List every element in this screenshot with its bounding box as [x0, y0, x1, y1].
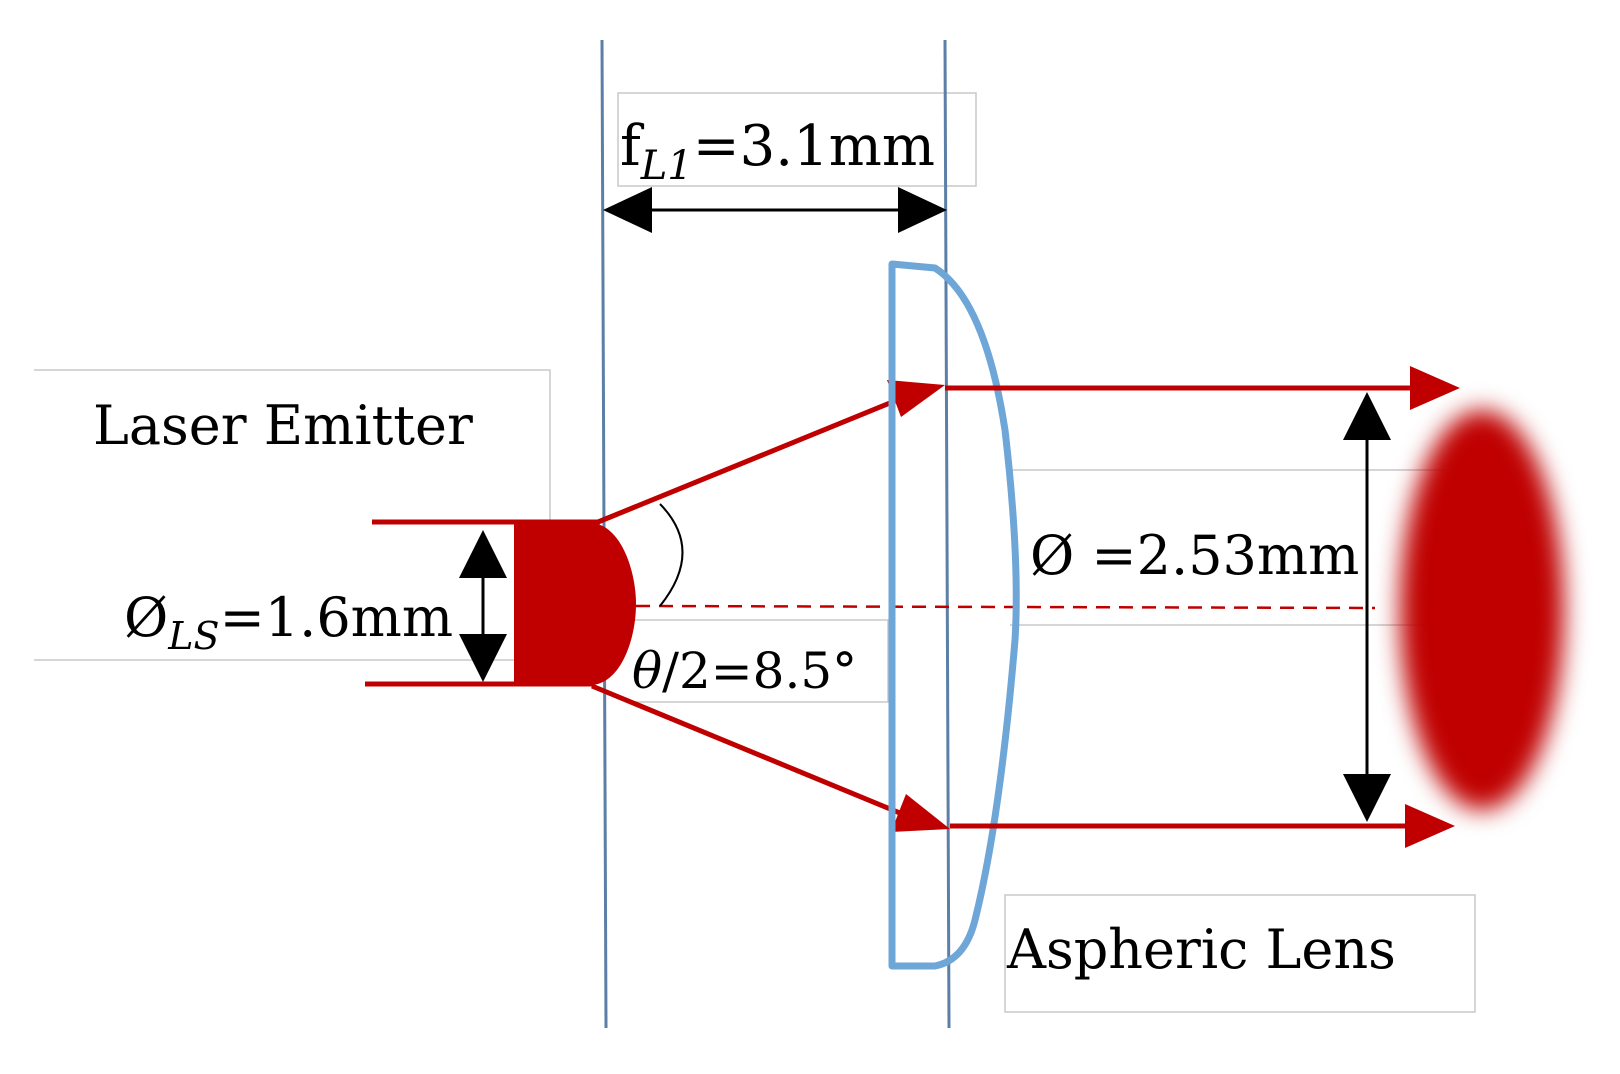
beam-diameter-label-box: [1010, 469, 1445, 626]
lower-diverging-ray: [591, 683, 950, 832]
source-diameter-arrow: [459, 530, 507, 682]
half-angle-label-box: [628, 619, 889, 703]
beam-spot: [1400, 410, 1564, 810]
beam-diameter-arrow: [1343, 392, 1391, 822]
lower-collimated-ray: [950, 804, 1455, 848]
upper-diverging-ray: [597, 380, 945, 525]
aspheric-lens-label-box: [1004, 894, 1476, 1013]
upper-collimated-ray: [945, 366, 1460, 410]
focal-length-label: fL1=3.1mm: [620, 114, 935, 189]
aspheric-lens-outline: [888, 260, 1020, 970]
divergence-angle-arc: [659, 503, 684, 607]
aspheric-lens-label: Aspheric Lens: [1006, 918, 1396, 981]
half-angle-label: θ/2=8.5°: [632, 642, 857, 700]
beam-diameter-label: Ø =2.53mm: [1030, 524, 1359, 587]
source-diameter-label: ØLS=1.6mm: [124, 586, 453, 658]
laser-emitter-body: [514, 523, 636, 685]
laser-emitter-label: Laser Emitter: [93, 394, 473, 457]
focal-length-label-box: [617, 92, 977, 187]
optical-axis: [635, 604, 1376, 610]
focal-plane-line: [943, 39, 951, 1029]
focal-length-dimension-arrow: [603, 187, 947, 233]
laser-emitter-label-box: [34, 369, 551, 661]
